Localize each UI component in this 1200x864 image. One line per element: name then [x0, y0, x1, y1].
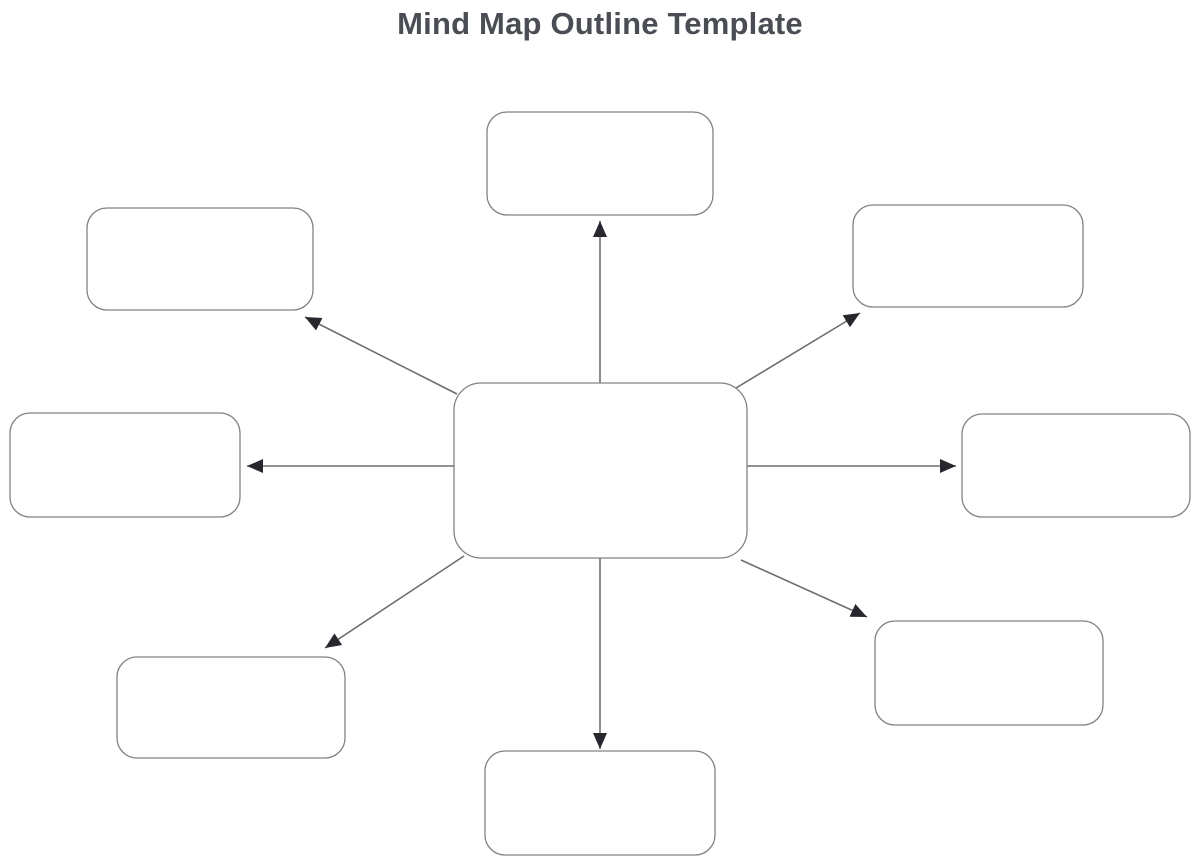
connector-group: [247, 221, 956, 749]
connector-center-to-top-right: [735, 312, 861, 389]
node-top[interactable]: [486, 111, 714, 216]
node-group: [9, 111, 1191, 856]
connector-center-to-top-left: [304, 316, 458, 395]
node-center[interactable]: [453, 382, 748, 559]
node-right[interactable]: [961, 413, 1191, 518]
node-left[interactable]: [9, 412, 241, 518]
node-top-left[interactable]: [86, 207, 314, 311]
connector-center-to-bottom-left: [324, 555, 465, 649]
node-bottom-right[interactable]: [874, 620, 1104, 726]
node-top-right[interactable]: [852, 204, 1084, 308]
node-bottom[interactable]: [484, 750, 716, 856]
node-bottom-left[interactable]: [116, 656, 346, 759]
page-title: Mind Map Outline Template: [397, 6, 803, 41]
connector-center-to-bottom-right: [740, 559, 868, 618]
